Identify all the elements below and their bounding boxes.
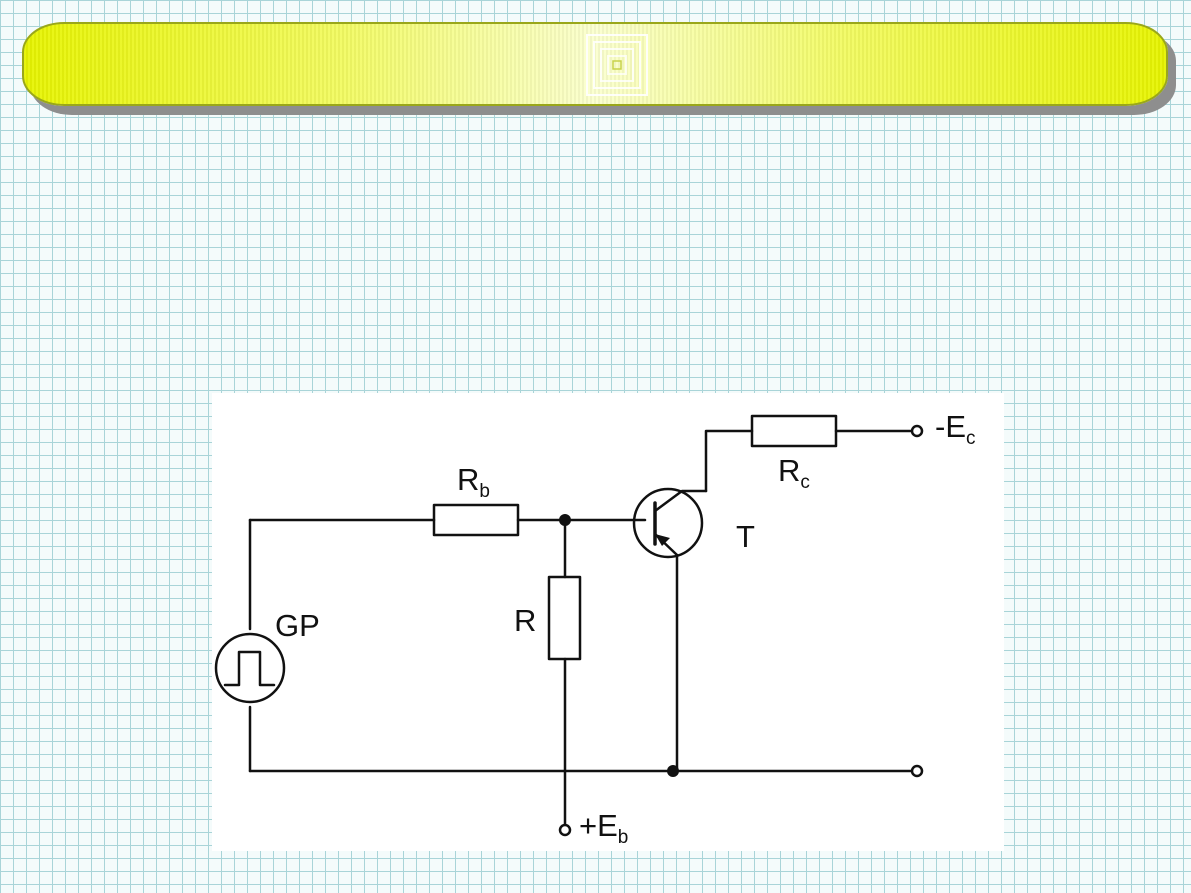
- transistor-body: [632, 487, 704, 559]
- label-gp: GP: [275, 608, 320, 643]
- label-t: T: [736, 519, 755, 554]
- pulse-waveform-icon: [223, 650, 276, 687]
- terminal-ec: [910, 424, 924, 438]
- terminal-eb: [558, 823, 572, 837]
- resistor-rc: [750, 414, 838, 448]
- pulse-generator: [214, 632, 286, 704]
- resistor-rb: [432, 503, 520, 537]
- transistor-collector: [653, 489, 708, 513]
- wire-collector-to-rc: [704, 429, 754, 493]
- junction-dot-bottom: [667, 765, 679, 777]
- circuit-diagram: Rb R GP Rc T -Ec +Eb: [214, 409, 976, 848]
- slide-title: [24, 24, 1166, 104]
- terminal-bottom-right: [910, 764, 924, 778]
- title-banner: [22, 22, 1168, 106]
- resistor-r: [547, 575, 582, 661]
- label-rc: Rc: [778, 453, 810, 493]
- label-r: R: [514, 603, 536, 638]
- label-eb: +Eb: [579, 808, 628, 848]
- circuit-figure: Rb R GP Rc T -Ec +Eb: [212, 393, 1004, 851]
- label-rb: Rb: [457, 462, 490, 502]
- banner-ornament-icon: [586, 34, 648, 96]
- junction-dot-base: [559, 514, 571, 526]
- emitter-arrow-icon: [655, 534, 670, 546]
- label-ec: -Ec: [935, 409, 976, 449]
